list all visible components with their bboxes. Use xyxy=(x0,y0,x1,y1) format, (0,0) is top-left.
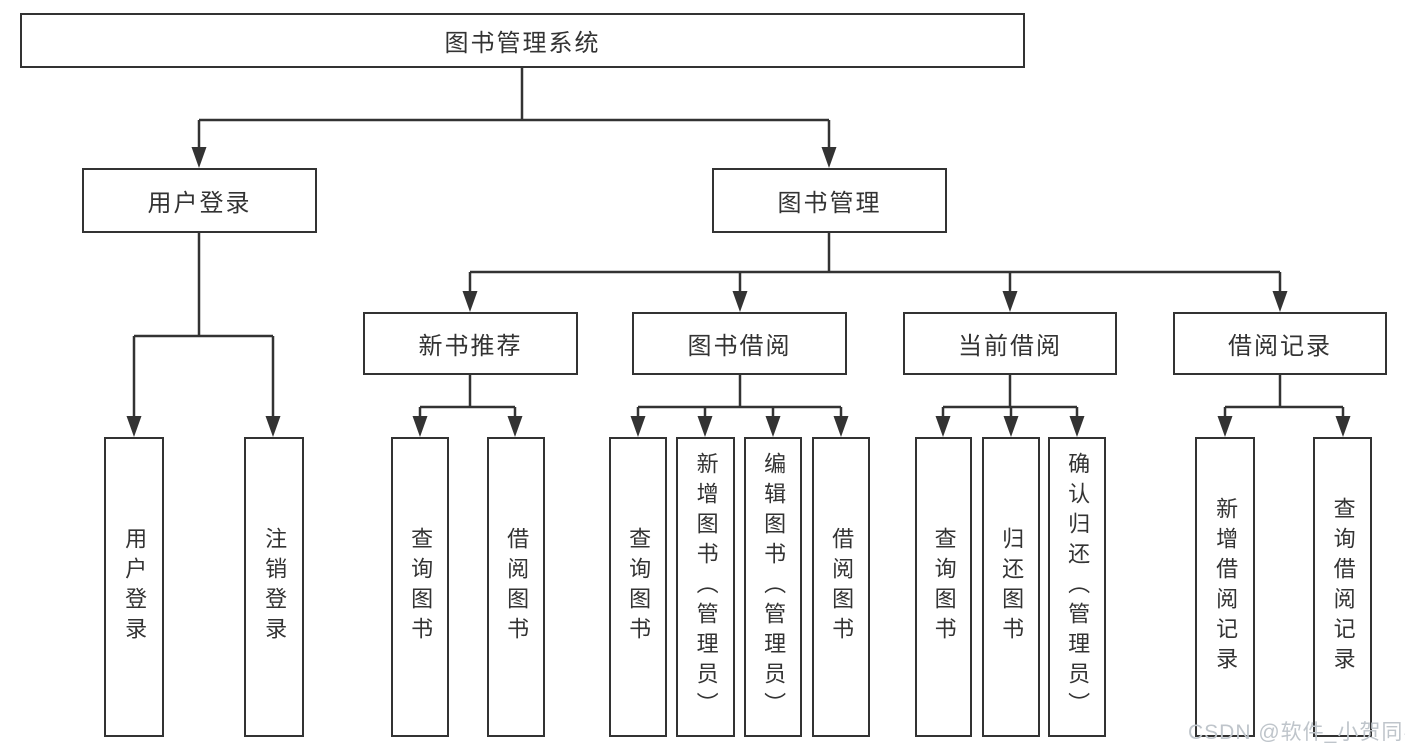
leaf-user-login-label: 用户登录 xyxy=(122,527,148,647)
leaf-borrow-book-label: 借阅图书 xyxy=(829,527,855,647)
node-book-borrow: 图书借阅 xyxy=(632,312,847,375)
leaf-borrow-edit-book: 编辑图书（管理员） xyxy=(744,437,802,737)
leaf-borrow-edit-book-label: 编辑图书（管理员） xyxy=(761,452,787,722)
leaf-record-query-label: 查询借阅记录 xyxy=(1330,497,1356,677)
node-borrow-record-label: 借阅记录 xyxy=(1228,333,1332,360)
node-user-login: 用户登录 xyxy=(82,168,317,233)
leaf-current-return-label: 归还图书 xyxy=(999,527,1025,647)
leaf-current-query: 查询图书 xyxy=(915,437,972,737)
node-library-system-label: 图书管理系统 xyxy=(444,30,601,57)
leaf-current-confirm-return: 确认归还（管理员） xyxy=(1048,437,1106,737)
node-borrow-record: 借阅记录 xyxy=(1173,312,1387,375)
leaf-logout: 注销登录 xyxy=(244,437,304,737)
node-new-book-recommend-label: 新书推荐 xyxy=(418,333,523,360)
leaf-newbook-borrow-label: 借阅图书 xyxy=(504,527,530,647)
node-new-book-recommend: 新书推荐 xyxy=(363,312,578,375)
leaf-borrow-book: 借阅图书 xyxy=(812,437,870,737)
node-book-management-label: 图书管理 xyxy=(777,190,882,217)
leaf-user-login: 用户登录 xyxy=(104,437,164,737)
leaf-record-query: 查询借阅记录 xyxy=(1313,437,1372,737)
leaf-newbook-borrow: 借阅图书 xyxy=(487,437,545,737)
leaf-current-return: 归还图书 xyxy=(982,437,1040,737)
leaf-logout-label: 注销登录 xyxy=(262,527,288,647)
node-current-borrow: 当前借阅 xyxy=(903,312,1117,375)
node-library-system: 图书管理系统 xyxy=(20,13,1025,68)
connector-path xyxy=(132,68,1345,418)
leaf-borrow-query-label: 查询图书 xyxy=(626,527,652,647)
leaf-borrow-add-book-label: 新增图书（管理员） xyxy=(693,452,719,722)
leaf-borrow-query: 查询图书 xyxy=(609,437,667,737)
node-book-management: 图书管理 xyxy=(712,168,947,233)
node-current-borrow-label: 当前借阅 xyxy=(958,333,1062,360)
csdn-watermark: CSDN @软件_小贺同学 xyxy=(1188,721,1405,744)
leaf-current-confirm-return-label: 确认归还（管理员） xyxy=(1065,452,1091,722)
node-book-borrow-label: 图书借阅 xyxy=(687,333,792,360)
leaf-record-add-label: 新增借阅记录 xyxy=(1213,497,1239,677)
leaf-borrow-add-book: 新增图书（管理员） xyxy=(676,437,735,737)
leaf-newbook-query: 查询图书 xyxy=(391,437,449,737)
leaf-newbook-query-label: 查询图书 xyxy=(408,527,434,647)
node-user-login-label: 用户登录 xyxy=(147,190,252,217)
leaf-record-add: 新增借阅记录 xyxy=(1195,437,1255,737)
arrowheads xyxy=(126,147,1351,437)
leaf-current-query-label: 查询图书 xyxy=(931,527,957,647)
